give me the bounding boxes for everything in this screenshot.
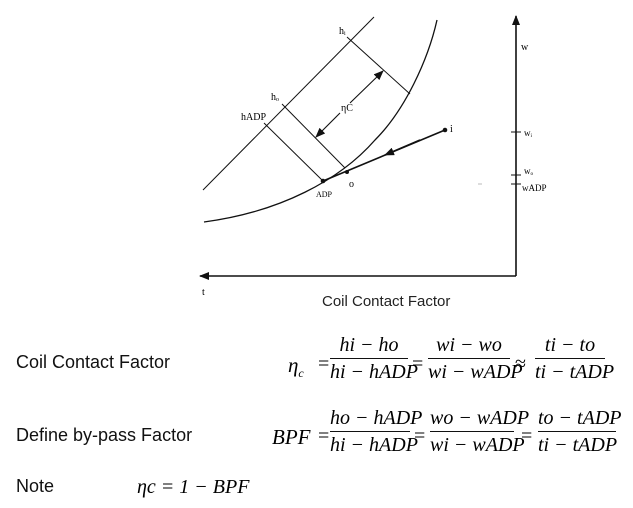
- fraction-w: wi − wo wi − wADP: [428, 333, 523, 384]
- eta-arrow-up: [349, 70, 384, 104]
- fraction-w-den: wi − wADP: [428, 361, 523, 384]
- op-equals: =: [412, 353, 424, 375]
- row-label-note: Note: [16, 476, 55, 496]
- op-equals: =: [414, 425, 426, 447]
- enthalpy-line-hadp: [263, 122, 324, 182]
- row-label-coil-contact: Coil Contact Factor: [16, 352, 171, 372]
- process-line: [322, 129, 446, 182]
- point-o-dot: [345, 170, 349, 174]
- label-hadp: hADP: [241, 112, 266, 123]
- enthalpy-line-hi: [202, 16, 375, 191]
- label-point-i: i: [450, 124, 453, 135]
- enthalpy-line-connector-i: [346, 36, 411, 95]
- label-ho: hₒ: [271, 92, 279, 103]
- diagram-caption: Coil Contact Factor: [322, 293, 451, 310]
- fraction-h: hi − ho hi − hADP: [330, 333, 418, 384]
- enthalpy-line-ho: [281, 103, 346, 169]
- fraction-bpf-h-num: ho − hADP: [330, 407, 423, 429]
- fraction-w-num: wi − wo: [436, 334, 502, 356]
- label-w: w: [521, 42, 529, 53]
- fraction-bpf-w: wo − wADP wi − wADP: [430, 406, 530, 457]
- fraction-bpf-h-den: hi − hADP: [330, 434, 418, 457]
- label-t: t: [202, 287, 205, 298]
- label-wo: wₒ: [524, 166, 533, 176]
- label-point-adp: ADP: [316, 190, 333, 199]
- op-approx: ≈: [515, 353, 526, 375]
- eta-c-symbol: ηc: [288, 353, 304, 381]
- fraction-h-num: hi − ho: [339, 334, 399, 356]
- fraction-t-den: ti − tADP: [535, 361, 615, 384]
- label-wadp: wADP: [522, 183, 547, 193]
- op-equals: =: [318, 425, 330, 447]
- note-expression: ηc = 1 − BPF: [137, 476, 250, 498]
- fraction-bpf-t-den: ti − tADP: [538, 434, 618, 457]
- label-eta-c: ηC: [341, 103, 353, 114]
- fraction-h-den: hi − hADP: [330, 361, 418, 384]
- point-adp-dot: [320, 178, 326, 184]
- row-label-bypass: Define by-pass Factor: [16, 425, 193, 445]
- fraction-t: ti − to ti − tADP: [535, 333, 615, 384]
- saturation-curve: [203, 19, 438, 223]
- label-point-o: o: [349, 179, 354, 190]
- fraction-bpf-w-num: wo − wADP: [430, 407, 530, 429]
- fraction-bpf-w-den: wi − wADP: [430, 434, 525, 457]
- fraction-bpf-t: to − tADP ti − tADP: [538, 406, 622, 457]
- bpf-symbol: BPF: [272, 425, 311, 449]
- fraction-t-num: ti − to: [544, 334, 596, 356]
- op-equals: =: [521, 425, 533, 447]
- point-i-dot: [442, 127, 448, 133]
- label-wi: wᵢ: [524, 128, 532, 138]
- fraction-bpf-h: ho − hADP hi − hADP: [330, 406, 423, 457]
- process-arrow: [384, 139, 421, 156]
- fraction-bpf-t-num: to − tADP: [538, 407, 622, 429]
- op-equals: =: [318, 353, 330, 375]
- eta-arrow-down: [315, 112, 341, 138]
- label-hi: hᵢ: [339, 26, 346, 37]
